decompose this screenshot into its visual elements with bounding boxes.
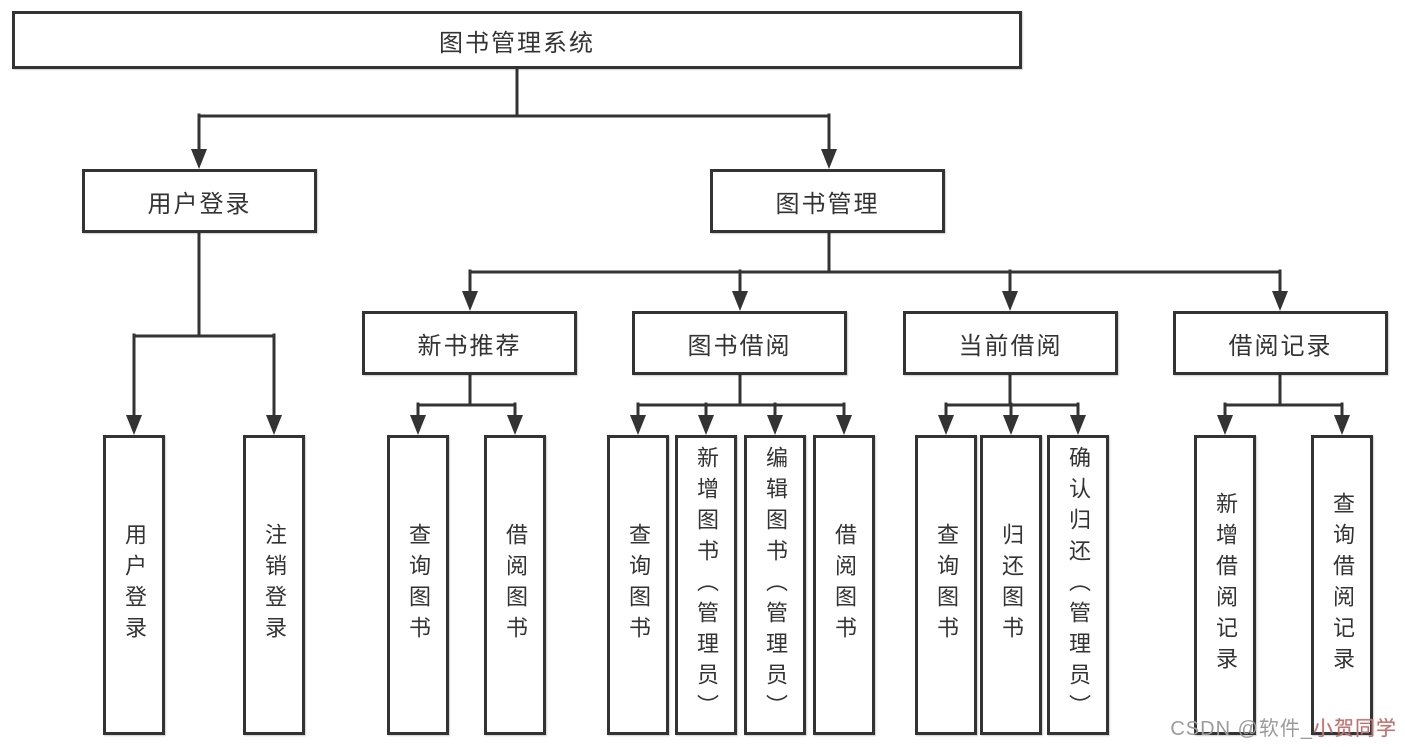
node-root-label: 图书管理系统 [439,29,595,57]
leaf-newbook-borrow-label: 借阅图书 [503,523,528,647]
node-new-book-recommend: 新书推荐 [362,311,577,375]
leaf-borrow-book-label: 借阅图书 [832,523,857,647]
leaf-newbook-query-label: 查询图书 [406,523,431,647]
leaf-record-add: 新增借阅记录 [1194,435,1256,735]
leaf-logout-label: 注销登录 [262,523,287,647]
leaf-borrow-edit-admin-label: 编辑图书（管理员） [763,445,788,725]
node-user-login-label: 用户登录 [147,190,252,218]
node-book-management: 图书管理 [710,169,945,233]
leaf-record-query-label: 查询借阅记录 [1330,492,1355,678]
leaf-record-add-label: 新增借阅记录 [1213,492,1238,678]
leaf-current-return-label: 归还图书 [999,523,1024,647]
connector-root-to-level2 [191,67,837,169]
leaf-borrow-edit-admin: 编辑图书（管理员） [744,435,806,735]
watermark-suffix: 小贺同学 [1313,718,1397,740]
connector-currentborrow-to-leaves [938,373,1086,435]
leaf-record-query: 查询借阅记录 [1311,435,1373,735]
node-book-borrow: 图书借阅 [632,311,847,375]
connector-bookmgmt-to-level3 [462,231,1288,311]
leaf-newbook-borrow: 借阅图书 [484,435,546,735]
node-current-borrow: 当前借阅 [903,311,1118,375]
node-borrow-records: 借阅记录 [1173,311,1388,375]
leaf-current-query-label: 查询图书 [934,523,959,647]
node-user-login: 用户登录 [82,169,317,233]
leaf-borrow-add-admin: 新增图书（管理员） [675,435,737,735]
leaf-current-confirm-admin-label: 确认归还（管理员） [1066,445,1091,725]
node-book-management-label: 图书管理 [775,190,880,218]
leaf-newbook-query: 查询图书 [387,435,449,735]
csdn-watermark: CSDN @软件_小贺同学 [1170,712,1397,741]
leaf-user-login-label: 用户登录 [122,523,147,647]
leaf-logout: 注销登录 [243,435,305,735]
leaf-current-query: 查询图书 [915,435,977,735]
leaf-borrow-add-admin-label: 新增图书（管理员） [694,445,719,725]
leaf-borrow-book: 借阅图书 [813,435,875,735]
watermark-prefix: CSDN @软件_ [1170,718,1313,740]
connector-borrowrecord-to-leaves [1217,373,1350,435]
node-book-borrow-label: 图书借阅 [687,332,792,360]
node-borrow-records-label: 借阅记录 [1228,332,1333,360]
leaf-current-return: 归还图书 [980,435,1042,735]
leaf-borrow-query-label: 查询图书 [626,523,651,647]
node-new-book-recommend-label: 新书推荐 [417,332,522,360]
node-root: 图书管理系统 [12,11,1022,69]
leaf-current-confirm-admin: 确认归还（管理员） [1047,435,1109,735]
leaf-borrow-query: 查询图书 [607,435,669,735]
connector-newbook-to-leaves [410,373,523,435]
connector-bookborrow-to-leaves [630,373,852,435]
connector-userlogin-to-leaves [126,231,282,435]
node-current-borrow-label: 当前借阅 [958,332,1063,360]
leaf-user-login: 用户登录 [103,435,165,735]
